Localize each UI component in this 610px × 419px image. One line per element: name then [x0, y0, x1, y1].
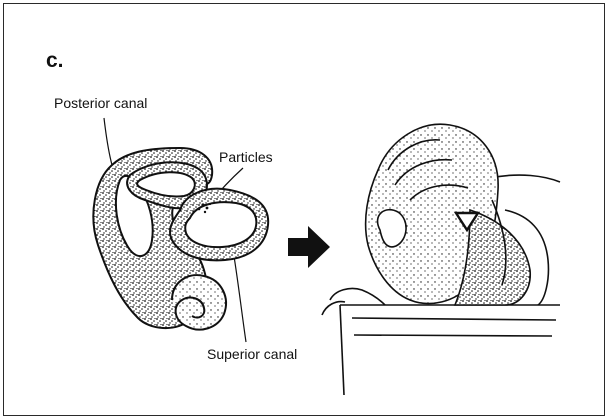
finger-outline: [322, 302, 345, 315]
cochlea-shape: [172, 275, 226, 329]
superior-leader-line: [233, 250, 246, 342]
head-position-illustration: [322, 124, 560, 395]
table-line-2: [354, 335, 552, 336]
inner-ear-illustration: [93, 148, 268, 330]
table-front-edge: [340, 305, 344, 395]
table-line: [352, 318, 556, 320]
shoulder-line: [490, 175, 560, 182]
posterior-leader-line: [104, 118, 112, 165]
right-arrow-icon: [288, 226, 330, 268]
